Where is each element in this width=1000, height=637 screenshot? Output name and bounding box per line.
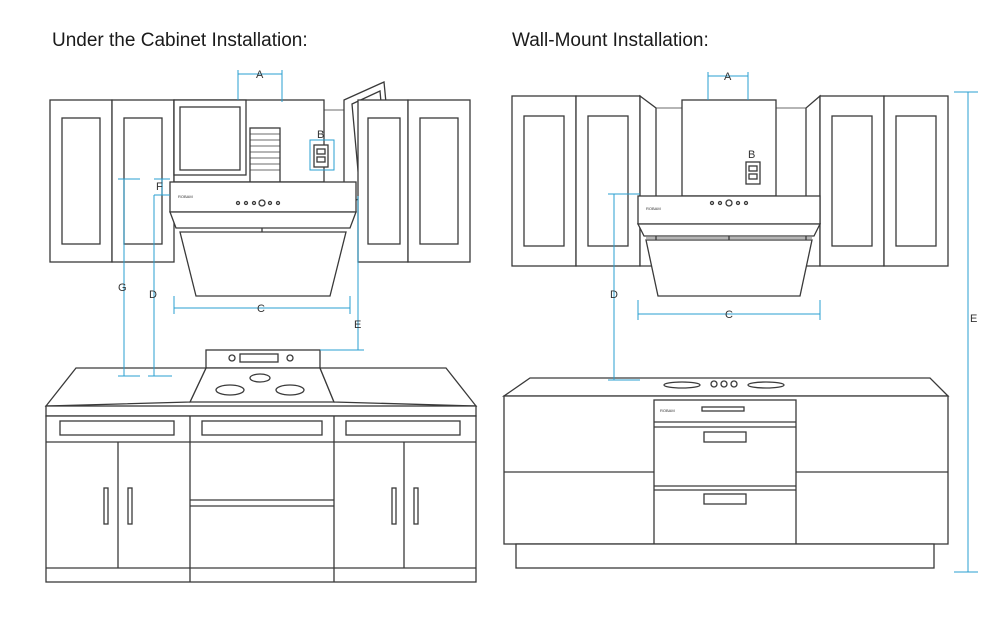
label-a-left: A — [256, 69, 264, 81]
label-b-right: B — [748, 149, 755, 161]
under-cabinet-title: Under the Cabinet Installation: — [52, 30, 308, 51]
wall-lower-counter: ROBAM — [501, 377, 950, 569]
label-b-left: B — [317, 129, 324, 141]
wall-mount-title: Wall-Mount Installation: — [512, 30, 709, 51]
wall-left-upper-cabinets — [511, 94, 657, 267]
wall-mount-illustration: ROBAM ROBAM — [501, 71, 978, 573]
power-outlet — [313, 144, 329, 168]
range-hood: ROBAM — [169, 181, 357, 297]
right-upper-cabinets — [357, 99, 471, 263]
label-d-right: D — [610, 289, 618, 301]
label-e-right: E — [970, 313, 977, 325]
label-a-right: A — [724, 71, 732, 83]
label-g: G — [118, 282, 127, 294]
label-c-left: C — [257, 303, 265, 315]
dimension-lines-right — [608, 72, 978, 573]
label-e-left: E — [354, 319, 361, 331]
label-f: F — [156, 181, 163, 193]
label-c-right: C — [725, 309, 733, 321]
svg-text:ROBAM: ROBAM — [646, 206, 661, 211]
wall-range-hood: ROBAM — [636, 195, 822, 297]
lower-counter — [44, 367, 478, 583]
exhaust-duct — [249, 127, 281, 183]
wall-right-upper-cabinets — [805, 94, 949, 267]
hood-chimney — [681, 99, 777, 197]
cooktop — [188, 349, 335, 403]
svg-text:ROBAM: ROBAM — [178, 194, 193, 199]
label-d-left: D — [149, 289, 157, 301]
dimension-lines-left — [118, 70, 364, 377]
under-cabinet-illustration: ROBAM — [44, 69, 478, 583]
left-upper-cabinets — [49, 99, 175, 263]
svg-text:ROBAM: ROBAM — [660, 408, 675, 413]
